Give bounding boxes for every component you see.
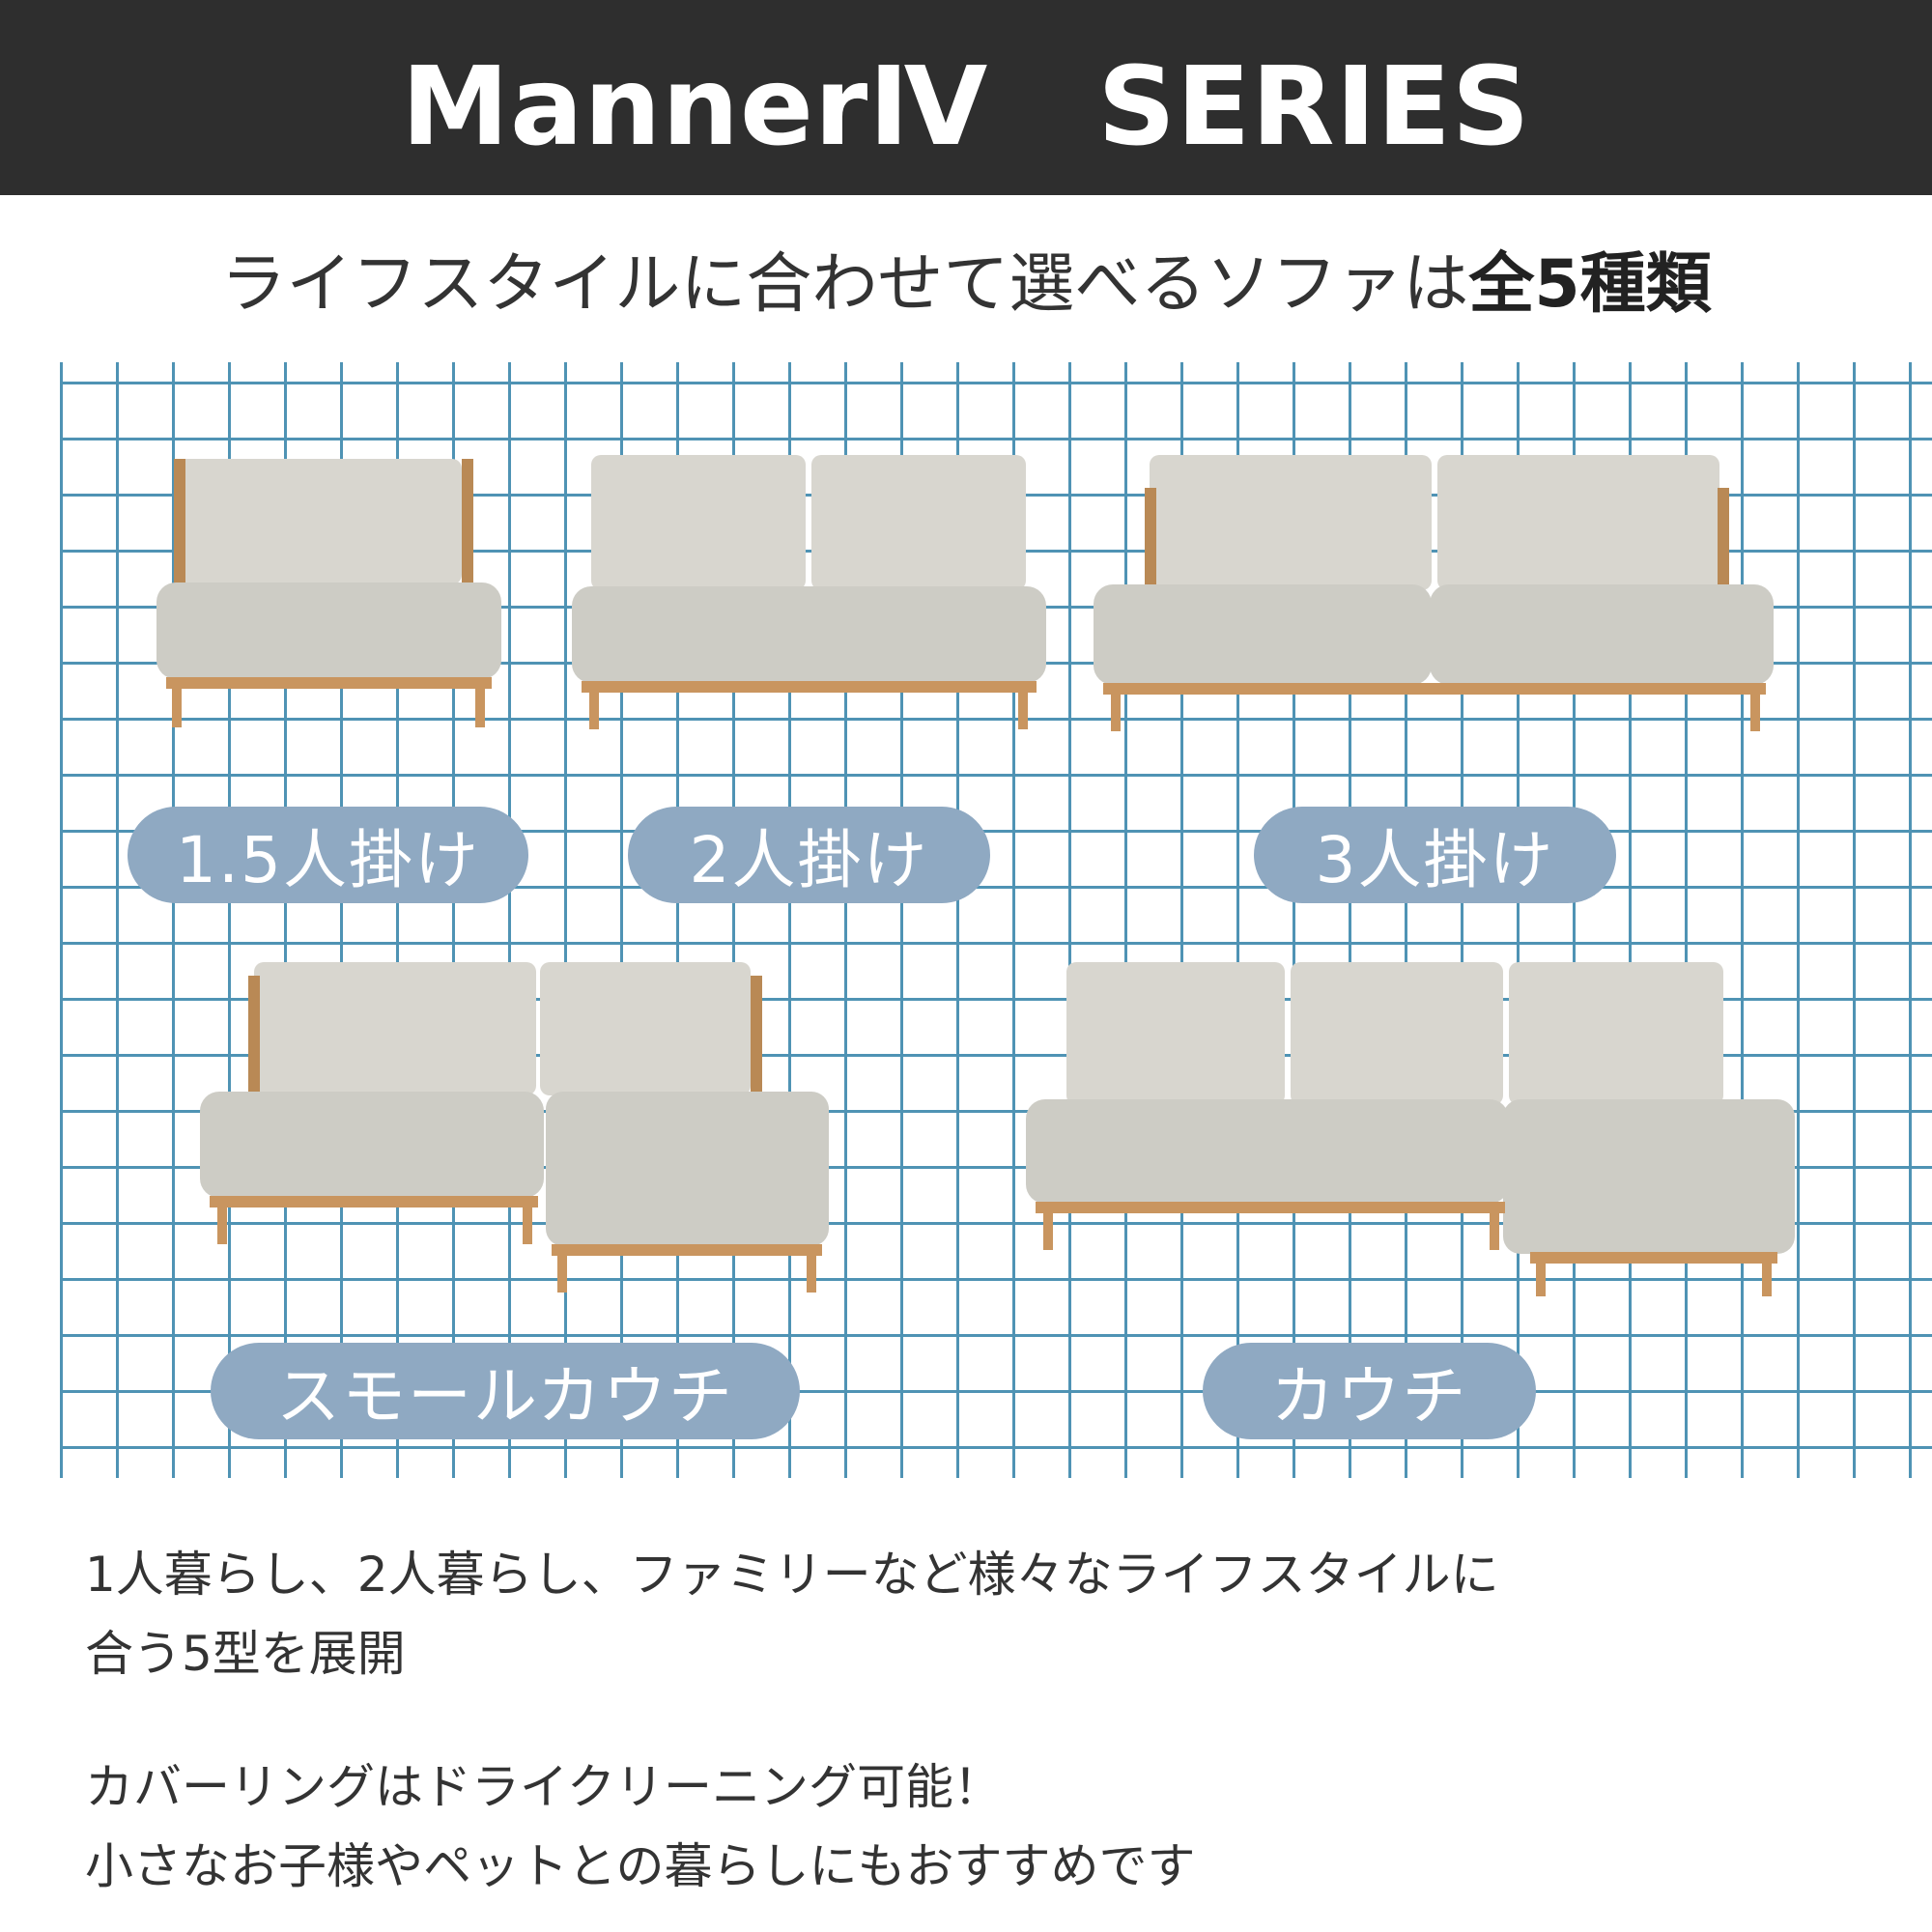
description-line-4: 小さなお子様やペットとの暮らしにもおすすめです xyxy=(85,1838,1196,1894)
subtitle-emphasis: 全5種類 xyxy=(1468,246,1712,323)
subtitle: ライフスタイルに合わせて選べるソファは全5種類 xyxy=(0,230,1932,326)
sofa-2-seater-image xyxy=(572,455,1046,729)
label-2-seater: 2人掛け xyxy=(628,807,990,903)
description-line-2: 合う5型を展開 xyxy=(85,1626,406,1682)
label-1-5-seater: 1.5人掛け xyxy=(128,807,528,903)
label-small-couch: スモールカウチ xyxy=(211,1343,800,1439)
subtitle-lead: ライフスタイルに合わせて選べるソファは xyxy=(220,246,1469,323)
sofa-small-couch-image xyxy=(200,962,829,1293)
header-bar: MannerⅣ SERIES xyxy=(0,0,1932,195)
header-title: MannerⅣ SERIES xyxy=(401,44,1531,170)
description-line-3: カバーリングはドライクリーニング可能！ xyxy=(85,1759,1002,1815)
label-3-seater: 3人掛け xyxy=(1254,807,1616,903)
sofa-3-seater-image xyxy=(1094,455,1774,731)
description-line-1: 1人暮らし、2人暮らし、ファミリーなど様々なライフスタイルに xyxy=(85,1547,1499,1603)
sofa-couch-image xyxy=(1026,962,1795,1296)
label-couch: カウチ xyxy=(1203,1343,1536,1439)
sofa-1-5-seater-image xyxy=(156,459,501,727)
